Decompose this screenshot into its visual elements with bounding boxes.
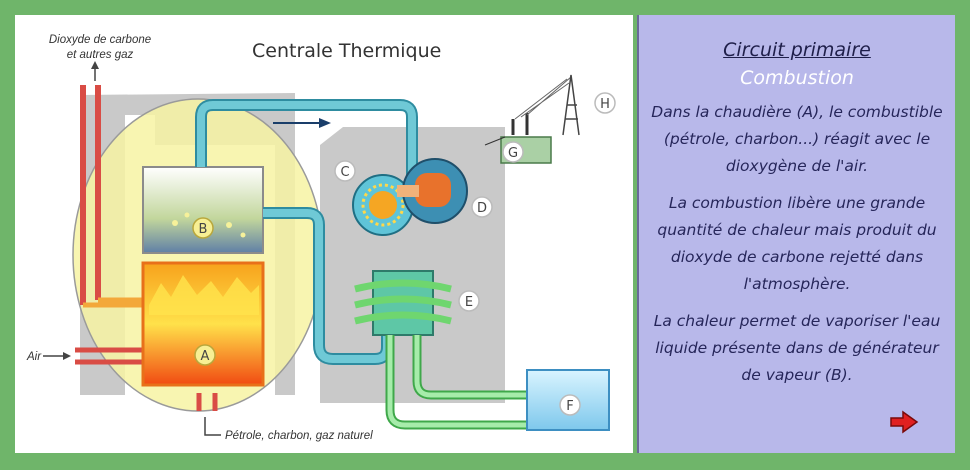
bubble — [172, 220, 178, 226]
boiler-chamber — [141, 261, 265, 387]
next-button[interactable] — [889, 410, 919, 434]
marker-d: D — [471, 196, 493, 218]
bubble — [240, 232, 246, 238]
svg-text:A: A — [201, 349, 210, 364]
marker-e: E — [458, 290, 480, 312]
alternator-rotor — [415, 173, 451, 207]
shaft — [397, 185, 419, 197]
steam-pipe — [197, 101, 416, 175]
fuel-label: Pétrole, charbon, gaz naturel — [225, 430, 373, 442]
turbine-core — [369, 191, 397, 219]
air-arrowhead — [63, 352, 71, 360]
svg-text:C: C — [340, 165, 349, 180]
svg-text:B: B — [199, 222, 208, 237]
marker-a: A — [194, 344, 216, 366]
marker-c: C — [334, 160, 356, 182]
pylon — [562, 74, 580, 136]
steam-generator — [142, 166, 264, 254]
return-pipe — [263, 209, 391, 363]
insulators — [511, 113, 529, 135]
cooling-pipe — [414, 335, 527, 398]
air-label: Air — [26, 351, 42, 363]
exhaust-label-line2: et autres gaz — [67, 49, 134, 61]
paragraph-1: Dans la chaudière (A), le combustible (p… — [651, 103, 943, 175]
fuel-pipe — [196, 393, 218, 411]
condenser-coil — [354, 279, 452, 325]
flow-arrowhead — [319, 118, 331, 128]
turbine-blades — [361, 183, 405, 227]
air-pipe — [75, 347, 143, 365]
flame-shape — [149, 275, 259, 315]
panel-title: Circuit primaire — [723, 39, 871, 61]
power-plant-diagram: A B C D E F G H Centrale — [15, 15, 633, 453]
paragraph-3: La chaleur permet de vaporiser l'eau liq… — [653, 312, 941, 384]
generator-leader — [484, 136, 506, 146]
bubble — [226, 222, 232, 228]
svg-text:H: H — [600, 97, 610, 112]
exhaust-pipe — [83, 297, 143, 308]
diagram-svg: A B C D E F G H Centrale — [26, 34, 616, 442]
svg-text:F: F — [566, 399, 573, 414]
svg-text:E: E — [465, 295, 473, 310]
exhaust-label-line1: Dioxyde de carbone — [49, 34, 151, 46]
marker-b: B — [192, 217, 214, 239]
power-lines — [514, 76, 572, 120]
marker-g: G — [502, 141, 524, 163]
marker-f: F — [559, 394, 581, 416]
cooling-pipe — [387, 335, 527, 428]
diagram-title: Centrale Thermique — [252, 40, 441, 62]
marker-h: H — [594, 92, 616, 114]
explanation-panel: Circuit primaire Combustion Dans la chau… — [637, 15, 955, 453]
panel-subtitle: Combustion — [740, 67, 854, 89]
fuel-pointer — [204, 417, 221, 436]
red-right-arrow-icon — [890, 410, 919, 434]
exhaust-arrowhead — [91, 61, 99, 69]
svg-text:G: G — [508, 146, 518, 161]
paragraph-2: La combustion libère une grande quantité… — [657, 194, 937, 293]
bubble — [184, 212, 190, 218]
svg-text:D: D — [477, 201, 487, 216]
